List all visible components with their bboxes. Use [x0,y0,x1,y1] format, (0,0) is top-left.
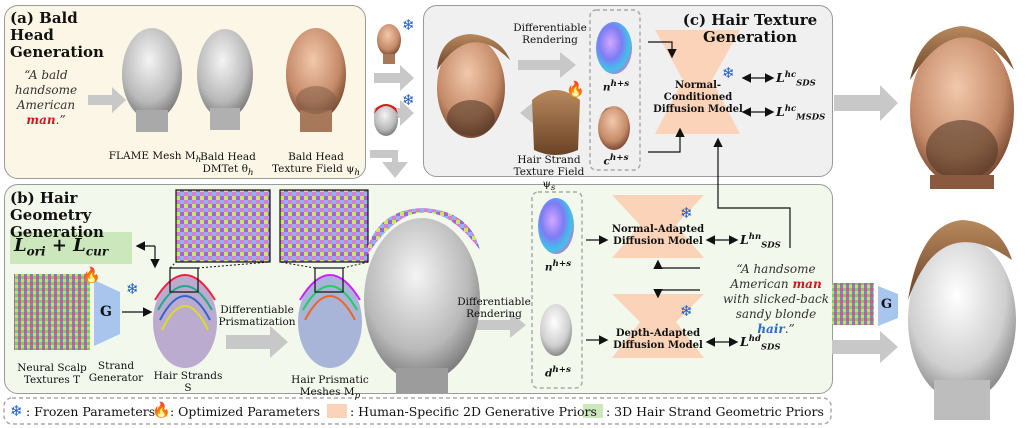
normal-render-label-c: nh+s [602,79,630,94]
snowflake-icon: ❄ [402,91,415,109]
render-label-b: Differentiable Rendering [457,296,531,320]
texture-head [286,28,346,132]
generator-letter: G [100,304,112,320]
render-dash-b [531,191,583,389]
depth-render-b [540,304,572,356]
depth-adapted-diffusion-label: Depth-Adapted Diffusion Model [613,328,703,351]
normal-adapted-diffusion-shape [612,195,704,258]
normal-conditioned-diffusion-label: Normal- Conditioned Diffusion Model [653,80,743,115]
zoom-prisms [279,189,369,263]
legend-box [3,397,832,425]
panel-b-title: (b) Hair Geometry Generation [10,189,104,241]
strand-generator-label: Strand Generator [88,360,144,384]
flame-icon: 🔥 [152,401,171,419]
snowflake-icon: ❄ [722,64,735,82]
final-textured-head [910,26,1014,189]
loss-hc-msds: LhcMSDS [776,104,826,123]
strand-generator-shape [94,280,120,346]
right-scalp-texture [832,283,874,325]
depth-adapted-diffusion-shape [612,294,704,358]
legend-optimized: : Optimized Parameters [170,404,321,419]
hair-strands-image [153,274,217,368]
dmtet-head [197,29,253,130]
snowflake-icon: ❄ [402,16,415,34]
legend-frozen: : Frozen Parameters [26,404,156,419]
flame-mesh-head [122,28,182,132]
prismatic-meshes-label: Hair Prismatic Meshes Mp [291,374,369,402]
right-generator-shape [878,286,898,326]
snowflake-icon: ❄ [126,280,139,298]
small-grey-head [374,104,398,136]
geometric-loss: Lori + Lcur [14,235,109,259]
flame-mesh-label: FLAME Mesh Mh [108,150,202,166]
dmtet-label: Bald Head DMTet θh [200,151,256,179]
hair-strand-texture [532,90,580,155]
prismatization-label: Differentiable Prismatization [218,304,296,328]
legend-2d-priors: : Human-Specific 2D Generative Priors [350,404,597,419]
loss-hc-sds: LhcSDS [776,70,816,89]
flame-icon: 🔥 [566,80,585,98]
normal-render-label-b: nh+s [544,259,572,274]
small-texture-head [377,24,401,64]
depth-render-label-b: dh+s [545,365,571,380]
flame-icon: 🔥 [82,266,101,284]
render-label-c: Differentiable Rendering [513,22,587,46]
color-render-label-c: ch+s [603,153,629,168]
loss-hd-sds: LhdSDS [740,334,781,353]
panel-a-prompt: “A bald handsome American man.” [10,68,82,128]
neural-scalp-texture [14,274,90,350]
snowflake-icon: ❄ [680,204,693,222]
snowflake-icon: ❄ [680,302,693,320]
normal-adapted-diffusion-label: Normal-Adapted Diffusion Model [611,224,705,247]
loss-hn-sds: LhnSDS [740,232,781,251]
texture-field-label: Bald Head Texture Field ψh [271,151,361,179]
textured-hair-head [437,34,510,138]
panel-a-title: (a) Bald Head Generation [10,9,104,61]
snowflake-icon: ❄ [10,402,23,420]
prompt-a-pre: “A bald handsome American [14,68,78,112]
prompt-a-key: man [26,113,56,127]
final-geometry-head [908,220,1016,420]
normal-render-b [538,198,574,254]
loss-box-shape [10,232,132,264]
hair-strands-label: Hair Strands S [153,370,223,394]
prompt-a-post: .” [55,113,66,127]
zoom-strands [175,189,271,263]
normal-render-c [596,22,632,74]
color-render-c [598,106,630,150]
panel-c-title: (c) Hair Texture Generation [682,11,818,46]
panel-b-prompt: “A handsome American man with slicked-ba… [723,262,829,336]
big-mesh-head [364,208,480,394]
neural-scalp-label: Neural Scalp Textures T [17,362,87,386]
legend-3d-priors: : 3D Hair Strand Geometric Priors [606,404,824,419]
hair-prismatic-image [298,274,362,368]
hair-texture-field-label: Hair Strand Texture Field ψs [513,154,585,194]
right-generator-letter: G [881,297,893,312]
render-dash-c [589,9,641,171]
